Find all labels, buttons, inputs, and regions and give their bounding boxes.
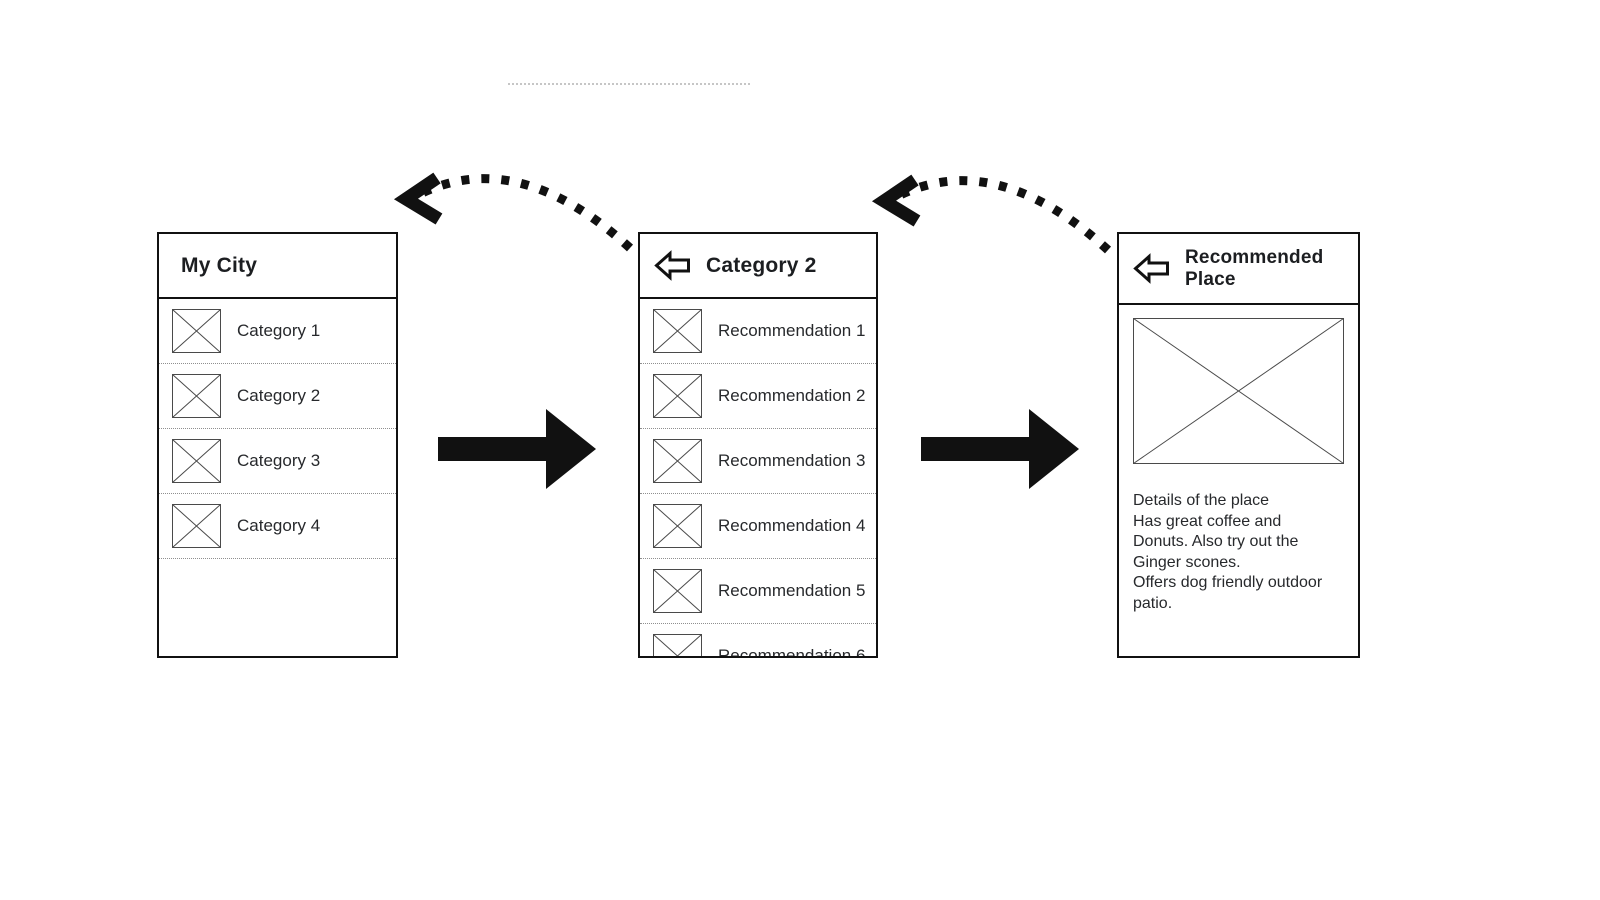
back-curve-arrow-icon <box>393 172 634 252</box>
details-line: patio. <box>1133 594 1173 612</box>
screen-header: Category 2 <box>640 234 876 299</box>
recommendation-list: Recommendation 1 Recommendation 2 Recomm… <box>640 299 876 656</box>
screen-header: Recommended Place <box>1119 234 1358 305</box>
image-placeholder-icon <box>1133 318 1344 464</box>
list-item-recommendation-3[interactable]: Recommendation 3 <box>640 429 876 494</box>
category-list: Category 1 Category 2 Category 3 Categor… <box>159 299 396 656</box>
screen-header: My City <box>159 234 396 299</box>
place-details-text: Details of the place Has great coffee an… <box>1133 491 1344 614</box>
list-item-label: Category 4 <box>237 516 321 535</box>
list-item-label: Recommendation 3 <box>718 451 866 470</box>
back-button[interactable] <box>654 250 691 281</box>
list-item-category-1[interactable]: Category 1 <box>159 299 396 364</box>
list-item-label: Category 2 <box>237 386 321 405</box>
image-placeholder-icon <box>653 439 702 483</box>
screen-category-2: Category 2 Recommendation 1 Recommendati… <box>638 232 878 658</box>
list-item-label: Category 1 <box>237 321 321 340</box>
details-line: Donuts. Also try out the <box>1133 533 1299 550</box>
image-placeholder-icon <box>653 634 702 656</box>
details-line: Offers dog friendly outdoor <box>1133 574 1323 591</box>
back-arrow-icon <box>654 250 691 281</box>
list-item-label: Recommendation 2 <box>718 386 866 405</box>
list-item-label: Recommendation 6 <box>718 646 866 656</box>
back-curve-arrow-icon <box>871 174 1112 254</box>
screen-recommended-place: Recommended Place Details of the place H… <box>1117 232 1360 658</box>
image-placeholder-icon <box>172 309 221 353</box>
list-item-recommendation-1[interactable]: Recommendation 1 <box>640 299 876 364</box>
list-item-recommendation-2[interactable]: Recommendation 2 <box>640 364 876 429</box>
screen-title: My City <box>181 253 258 277</box>
back-button[interactable] <box>1133 253 1170 284</box>
details-line: Details of the place <box>1133 492 1270 509</box>
details-line: Ginger scones. <box>1133 553 1241 571</box>
list-item-recommendation-5[interactable]: Recommendation 5 <box>640 559 876 624</box>
image-placeholder-icon <box>653 569 702 613</box>
list-item-recommendation-6[interactable]: Recommendation 6 <box>640 624 876 656</box>
list-item-recommendation-4[interactable]: Recommendation 4 <box>640 494 876 559</box>
list-item-label: Recommendation 1 <box>718 321 866 340</box>
image-placeholder-icon <box>653 504 702 548</box>
image-placeholder-icon <box>172 504 221 548</box>
image-placeholder-icon <box>172 374 221 418</box>
list-item-label: Recommendation 4 <box>718 516 866 535</box>
back-arrow-icon <box>1133 253 1170 284</box>
screen-title: Recommended Place <box>1185 246 1324 290</box>
details-line: Has great coffee and <box>1133 512 1282 530</box>
faint-dotted-divider <box>508 83 750 85</box>
list-item-label: Recommendation 5 <box>718 581 866 600</box>
list-item-label: Category 3 <box>237 451 321 470</box>
forward-arrow-icon <box>438 409 596 489</box>
list-item-category-4[interactable]: Category 4 <box>159 494 396 559</box>
screen-title: Category 2 <box>706 253 817 277</box>
image-placeholder-icon <box>172 439 221 483</box>
list-item-category-2[interactable]: Category 2 <box>159 364 396 429</box>
place-detail-content: Details of the place Has great coffee an… <box>1119 305 1358 656</box>
list-item-category-3[interactable]: Category 3 <box>159 429 396 494</box>
image-placeholder-icon <box>653 309 702 353</box>
screen-my-city: My City Category 1 Category 2 Category 3 <box>157 232 398 658</box>
image-placeholder-icon <box>653 374 702 418</box>
forward-arrow-icon <box>921 409 1079 489</box>
